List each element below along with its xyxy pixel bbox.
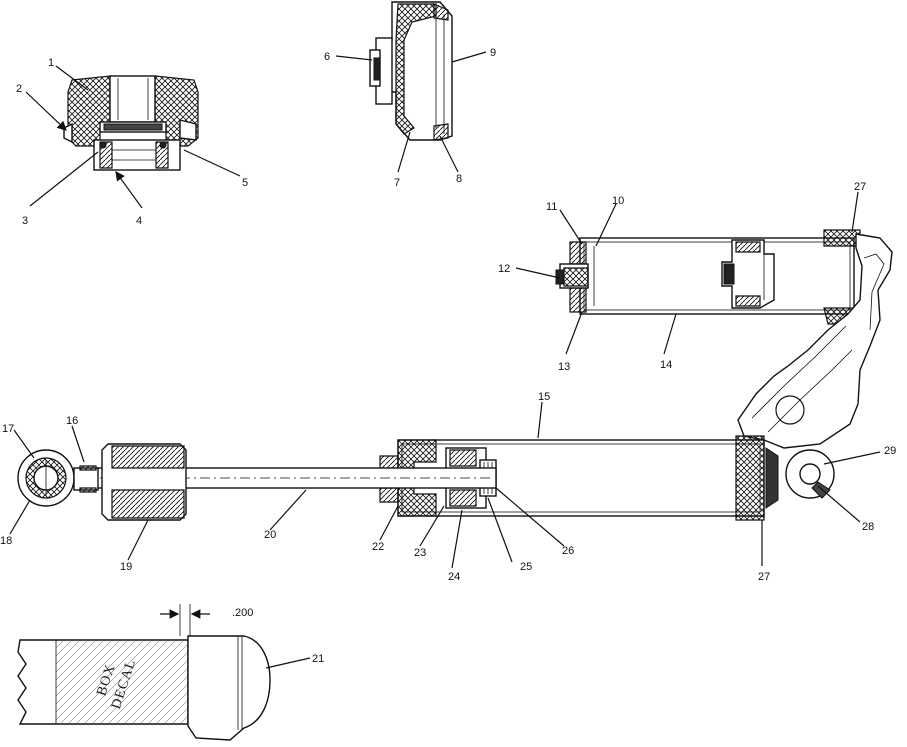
callout-7: 7 xyxy=(394,177,400,189)
callout-11: 11 xyxy=(546,201,557,213)
piston-cap xyxy=(369,1,453,141)
callout-5: 5 xyxy=(242,177,248,189)
callout-27-bottom: 27 xyxy=(758,571,770,583)
callout-10: 10 xyxy=(612,195,624,207)
decal-detail: BOX DECAL xyxy=(17,635,271,741)
seal-callouts: 1 2 3 4 5 xyxy=(16,57,248,227)
callout-6: 6 xyxy=(324,51,330,63)
callout-21: 21 xyxy=(312,653,324,665)
callout-23: 23 xyxy=(414,547,426,559)
bridge-callouts: 27 xyxy=(851,181,866,233)
callout-9: 9 xyxy=(490,47,496,59)
dimension-label: .200 xyxy=(232,607,253,619)
rod-end-eye xyxy=(17,449,99,507)
callout-12: 12 xyxy=(498,263,510,275)
callout-18: 18 xyxy=(0,535,12,547)
callout-25: 25 xyxy=(520,561,532,573)
callout-22: 22 xyxy=(372,541,384,553)
callout-3: 3 xyxy=(22,215,28,227)
seal-assembly xyxy=(63,75,199,171)
lower-mount-eye xyxy=(785,449,835,499)
reservoir-callouts: 11 10 12 13 14 xyxy=(498,195,677,373)
piston-cap-callouts: 6 7 8 9 xyxy=(324,47,496,189)
callout-24: 24 xyxy=(448,571,460,583)
callout-27-top: 27 xyxy=(854,181,866,193)
callout-28: 28 xyxy=(862,521,874,533)
bumper xyxy=(101,443,187,521)
callout-20: 20 xyxy=(264,529,276,541)
callout-16: 16 xyxy=(66,415,78,427)
callout-13: 13 xyxy=(558,361,570,373)
callout-26: 26 xyxy=(562,545,574,557)
callout-14: 14 xyxy=(660,359,672,371)
callout-17: 17 xyxy=(2,423,14,435)
callout-29: 29 xyxy=(884,445,896,457)
callout-2: 2 xyxy=(16,83,22,95)
body-callouts: 15 17 16 18 19 20 22 23 24 25 26 27 28 2… xyxy=(0,391,896,583)
callout-4: 4 xyxy=(136,215,142,227)
decal-dimension: .200 21 xyxy=(160,604,324,669)
reservoir xyxy=(555,229,861,325)
callout-19: 19 xyxy=(120,561,132,573)
callout-1: 1 xyxy=(48,57,54,69)
callout-8: 8 xyxy=(456,173,462,185)
callout-15: 15 xyxy=(538,391,550,403)
